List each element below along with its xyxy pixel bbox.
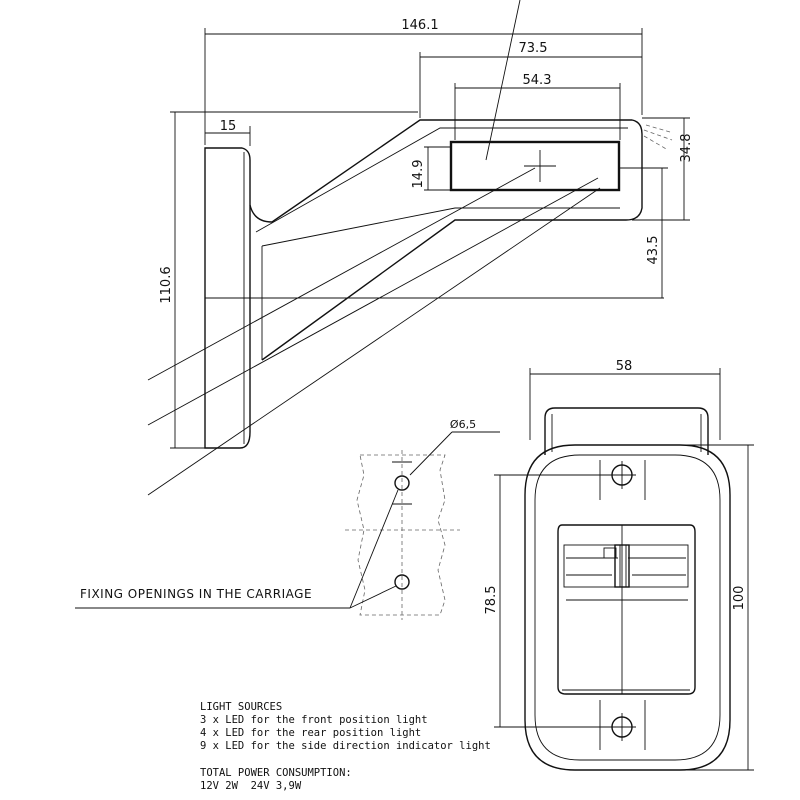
dim-78-5: 78.5 (484, 586, 499, 615)
light-source-side: 9 x LED for the side direction indicator… (200, 740, 491, 752)
dim-hole-diameter: Ø6,5 (450, 418, 476, 431)
light-source-front: 3 x LED for the front position light (200, 714, 428, 726)
dim-54-3: 54.3 (523, 73, 552, 88)
fixing-openings-label: FIXING OPENINGS IN THE CARRIAGE (80, 587, 312, 601)
base-plate (204, 147, 251, 449)
power-value: 12V 2W 24V 3,9W (200, 780, 302, 792)
dim-43-5: 43.5 (646, 236, 661, 265)
power-title: TOTAL POWER CONSUMPTION: (200, 767, 352, 779)
dim-73-5: 73.5 (519, 41, 548, 56)
light-source-rear: 4 x LED for the rear position light (200, 727, 421, 739)
lamp-arm (249, 119, 643, 361)
front-view: 58 78.5 100 (484, 359, 754, 771)
front-body (524, 444, 731, 771)
dim-146-1: 146.1 (401, 18, 438, 33)
dim-110-6: 110.6 (159, 266, 174, 303)
light-sources-title: LIGHT SOURCES (200, 701, 282, 713)
front-lamp-window (557, 524, 696, 695)
dim-100: 100 (732, 586, 747, 611)
lens (449, 140, 621, 192)
dim-14-9: 14.9 (411, 160, 426, 189)
dim-15: 15 (220, 119, 237, 134)
fixing-hole-bottom (394, 574, 410, 590)
fixing-hole-top (394, 475, 410, 491)
dim-34-8: 34.8 (679, 134, 694, 163)
side-view: 146.1 73.5 54.3 15 14.9 34.8 43.5 1 (147, 0, 694, 496)
dim-58: 58 (616, 359, 633, 374)
fixing-openings-detail: Ø6,5 FIXING OPENINGS IN THE CARRIAGE (75, 418, 500, 620)
spec-notes: LIGHT SOURCES 3 x LED for the front posi… (200, 701, 491, 792)
